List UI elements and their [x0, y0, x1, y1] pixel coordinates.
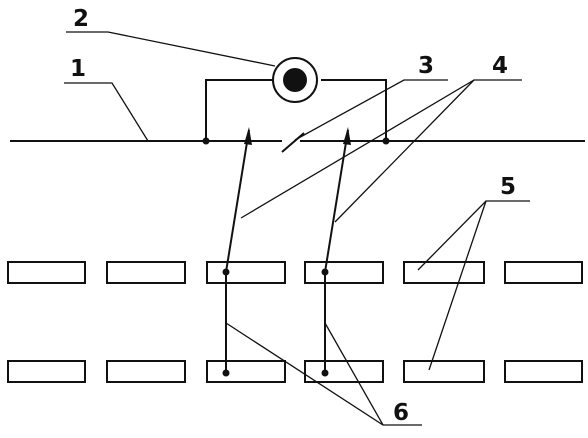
lower-block [106, 360, 186, 383]
node-right [382, 137, 390, 145]
probe-right [324, 127, 351, 273]
upper-block-row [7, 261, 583, 284]
label-1: 1 [70, 56, 86, 82]
label-6: 6 [393, 400, 409, 426]
lower-block [7, 360, 86, 383]
leader-lines [64, 31, 530, 426]
probe-left [225, 127, 252, 273]
lower-block [403, 360, 485, 383]
connector-left [222, 268, 230, 377]
circle-dot-icon [272, 57, 318, 103]
lower-block [304, 360, 384, 383]
label-3: 3 [418, 53, 434, 79]
node-left [202, 137, 210, 145]
source-loop [202, 79, 390, 145]
connector-right [321, 268, 329, 377]
label-5: 5 [500, 174, 516, 200]
lower-block [206, 360, 286, 383]
lower-block [504, 360, 583, 383]
upper-block [504, 261, 583, 284]
lower-block-row [7, 360, 583, 383]
upper-block [304, 261, 384, 284]
label-2: 2 [73, 6, 89, 32]
upper-block [106, 261, 186, 284]
label-4: 4 [492, 53, 508, 79]
main-line [10, 132, 585, 153]
upper-block [206, 261, 286, 284]
upper-block [7, 261, 86, 284]
upper-block [403, 261, 485, 284]
